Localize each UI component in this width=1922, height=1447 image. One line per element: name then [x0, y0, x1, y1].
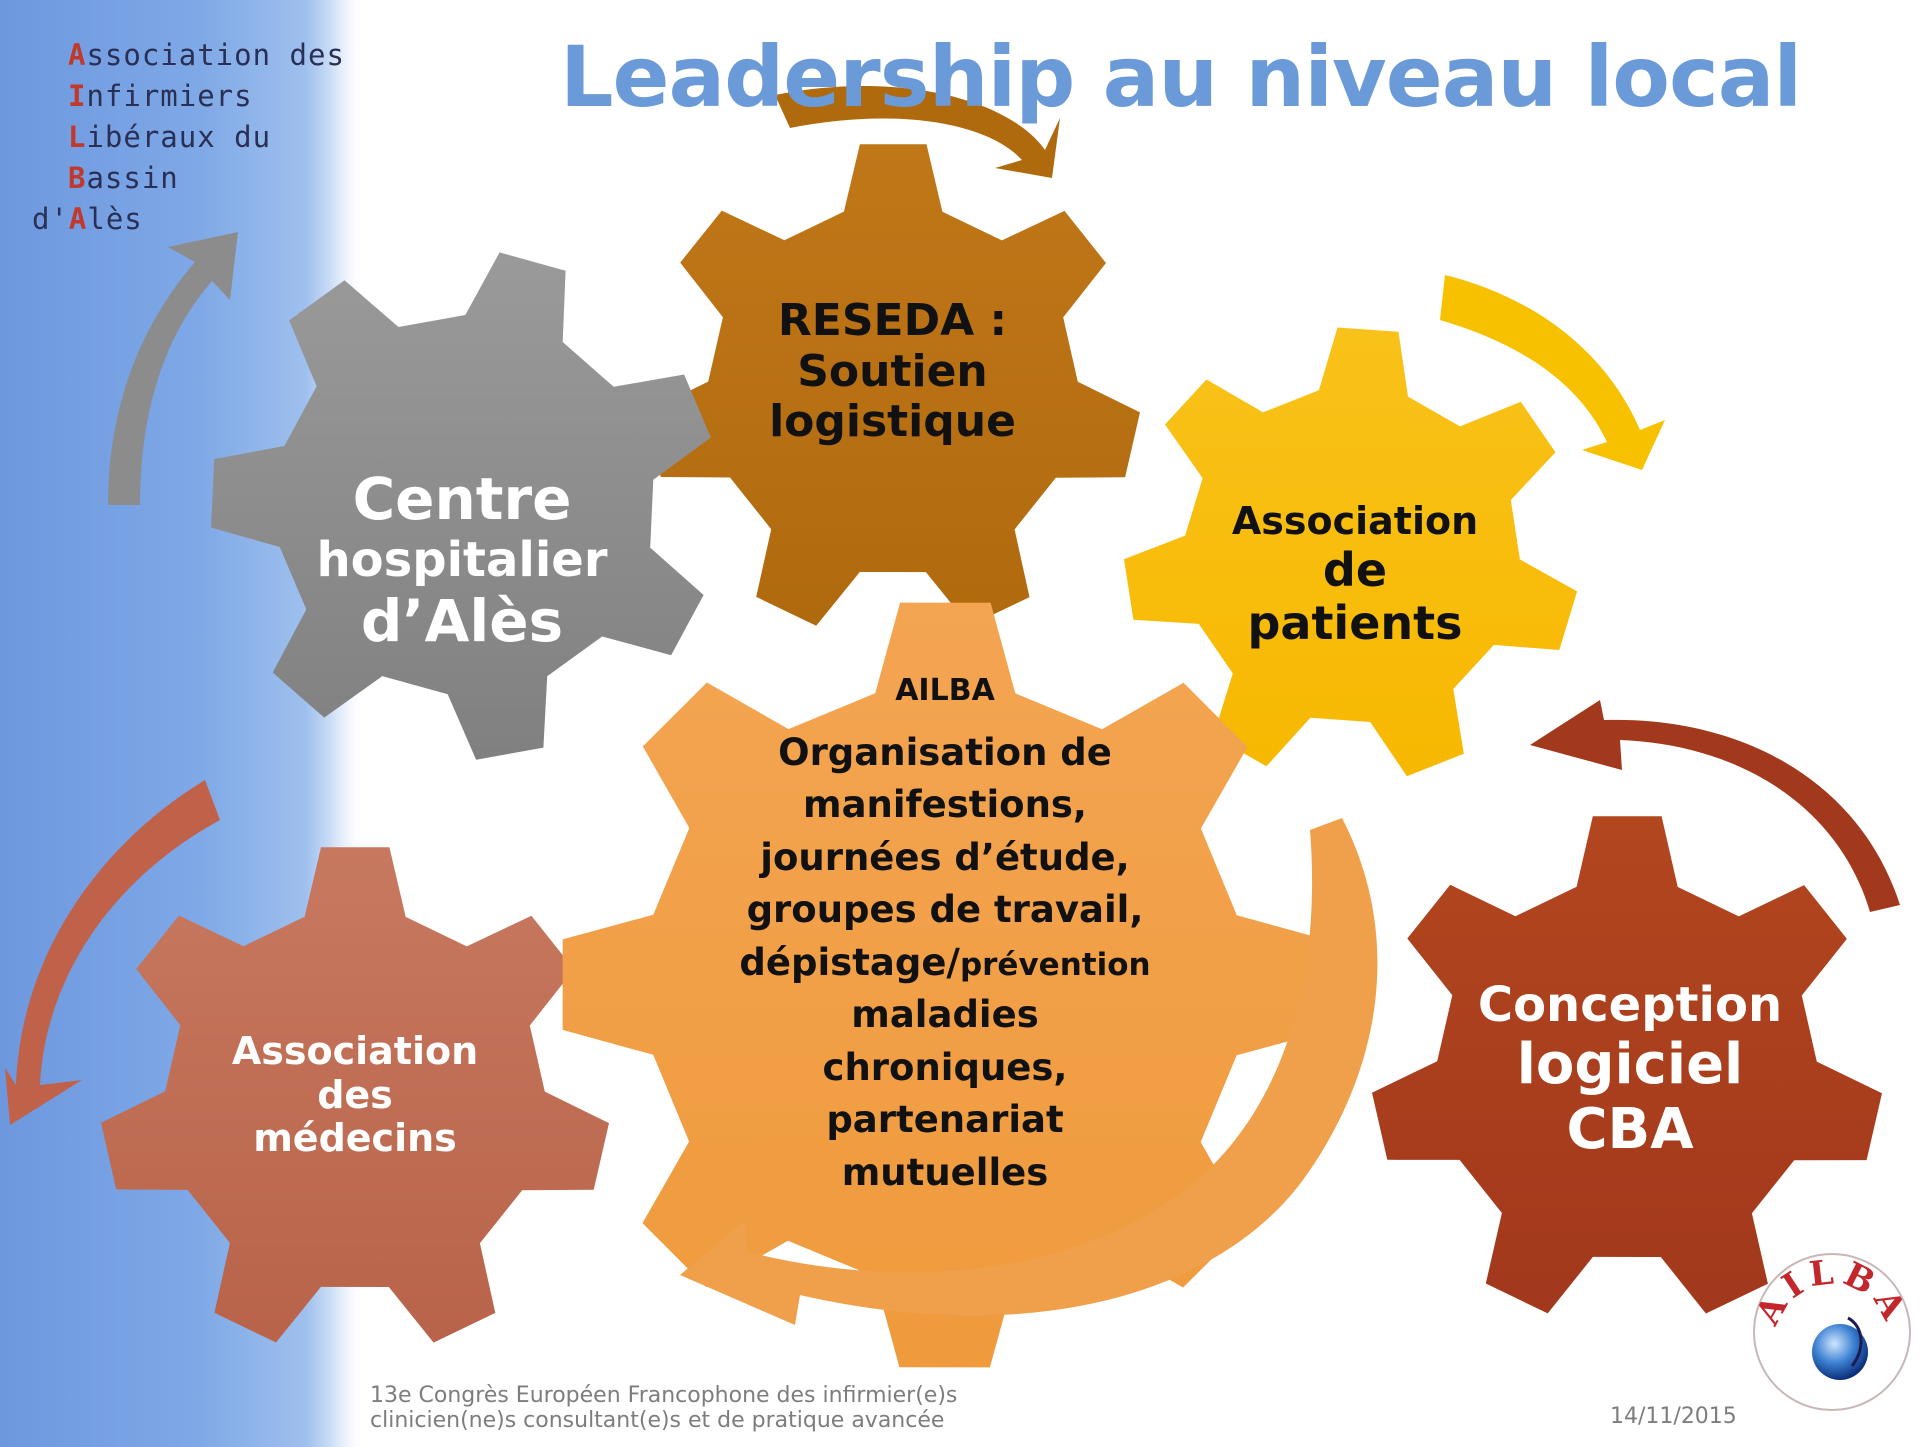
prevention-text: prévention: [959, 946, 1151, 983]
centre-line-3: d’Alès: [360, 586, 564, 655]
ailba-body: Organisation de manifestions, journées d…: [720, 727, 1170, 1200]
reseda-line-2: Soutien: [797, 345, 988, 397]
reseda-gear-label: RESEDA : Soutien logistique: [700, 295, 1085, 448]
footer-event-line-1: 13e Congrès Européen Francophone des inf…: [370, 1383, 958, 1408]
footer-event: 13e Congrès Européen Francophone des inf…: [370, 1383, 957, 1433]
patients-line-1: Association: [1231, 499, 1479, 543]
medecins-gear-label: Association des médecins: [205, 1029, 505, 1161]
medecins-line-1: Association: [231, 1029, 479, 1073]
association-line-3: Libéraux du: [68, 120, 272, 154]
ailba-line: maladies: [851, 993, 1039, 1037]
centre-gear: [211, 252, 711, 760]
patients-gear: [1124, 327, 1578, 777]
ailba-gear-label: AILBA Organisation de manifestions, jour…: [720, 673, 1170, 1200]
cba-line-2: logiciel: [1516, 1032, 1744, 1098]
cba-gear-label: Conception logiciel CBA: [1455, 977, 1805, 1162]
association-line-2: Infirmiers: [68, 79, 253, 113]
association-line-1: Association des: [68, 38, 345, 72]
ailba-line: chroniques,: [822, 1045, 1068, 1089]
patients-gear-label: Association de patients: [1210, 499, 1500, 650]
reseda-line-3: logistique: [769, 396, 1016, 448]
patients-line-3: patients: [1247, 595, 1463, 650]
centre-gear-label: Centre hospitalier d’Alès: [292, 466, 632, 655]
ailba-heading: AILBA: [895, 673, 995, 708]
reseda-gear: [646, 144, 1140, 626]
cycle-arrow-orange: [680, 818, 1378, 1325]
ailba-line: journées d’étude,: [760, 835, 1130, 879]
ailba-line: Organisation de: [778, 730, 1112, 774]
cba-gear: [1372, 816, 1882, 1314]
centre-line-2: hospitalier: [316, 531, 608, 588]
ailba-line: manifestions,: [803, 783, 1087, 827]
ailba-logo: AILBA: [1748, 1252, 1911, 1411]
ailba-line: mutuelles: [841, 1150, 1049, 1194]
centre-line-1: Centre: [352, 465, 572, 533]
cycle-arrow-terracotta: [5, 780, 220, 1125]
cycle-arrow-red: [1530, 700, 1900, 912]
ailba-line-depistage: dépistage/prévention: [720, 937, 1170, 990]
cycle-arrow-yellow: [1440, 275, 1665, 470]
association-line-5: d'Alès: [32, 202, 143, 236]
ailba-line: partenariat: [826, 1098, 1064, 1142]
page-title: Leadership au niveau local: [560, 28, 1802, 126]
patients-line-2: de: [1322, 542, 1388, 597]
depistage-text: dépistage/: [739, 940, 960, 984]
ailba-gear: [562, 602, 1328, 1368]
reseda-line-1: RESEDA :: [777, 295, 1008, 346]
ailba-line: groupes de travail,: [746, 888, 1144, 932]
cycle-arrow-grey: [108, 232, 238, 505]
association-line-4: Bassin: [68, 161, 179, 195]
footer-event-line-2: clinicien(ne)s consultant(e)s et de prat…: [370, 1408, 945, 1433]
medecins-line-2: des: [317, 1072, 393, 1117]
medecins-line-3: médecins: [253, 1116, 457, 1161]
medecins-gear: [101, 847, 609, 1343]
cba-line-3: CBA: [1566, 1096, 1694, 1162]
cba-line-1: Conception: [1477, 977, 1783, 1033]
cycle-arrow-brown: [775, 86, 1060, 178]
footer-date: 14/11/2015: [1610, 1404, 1737, 1429]
